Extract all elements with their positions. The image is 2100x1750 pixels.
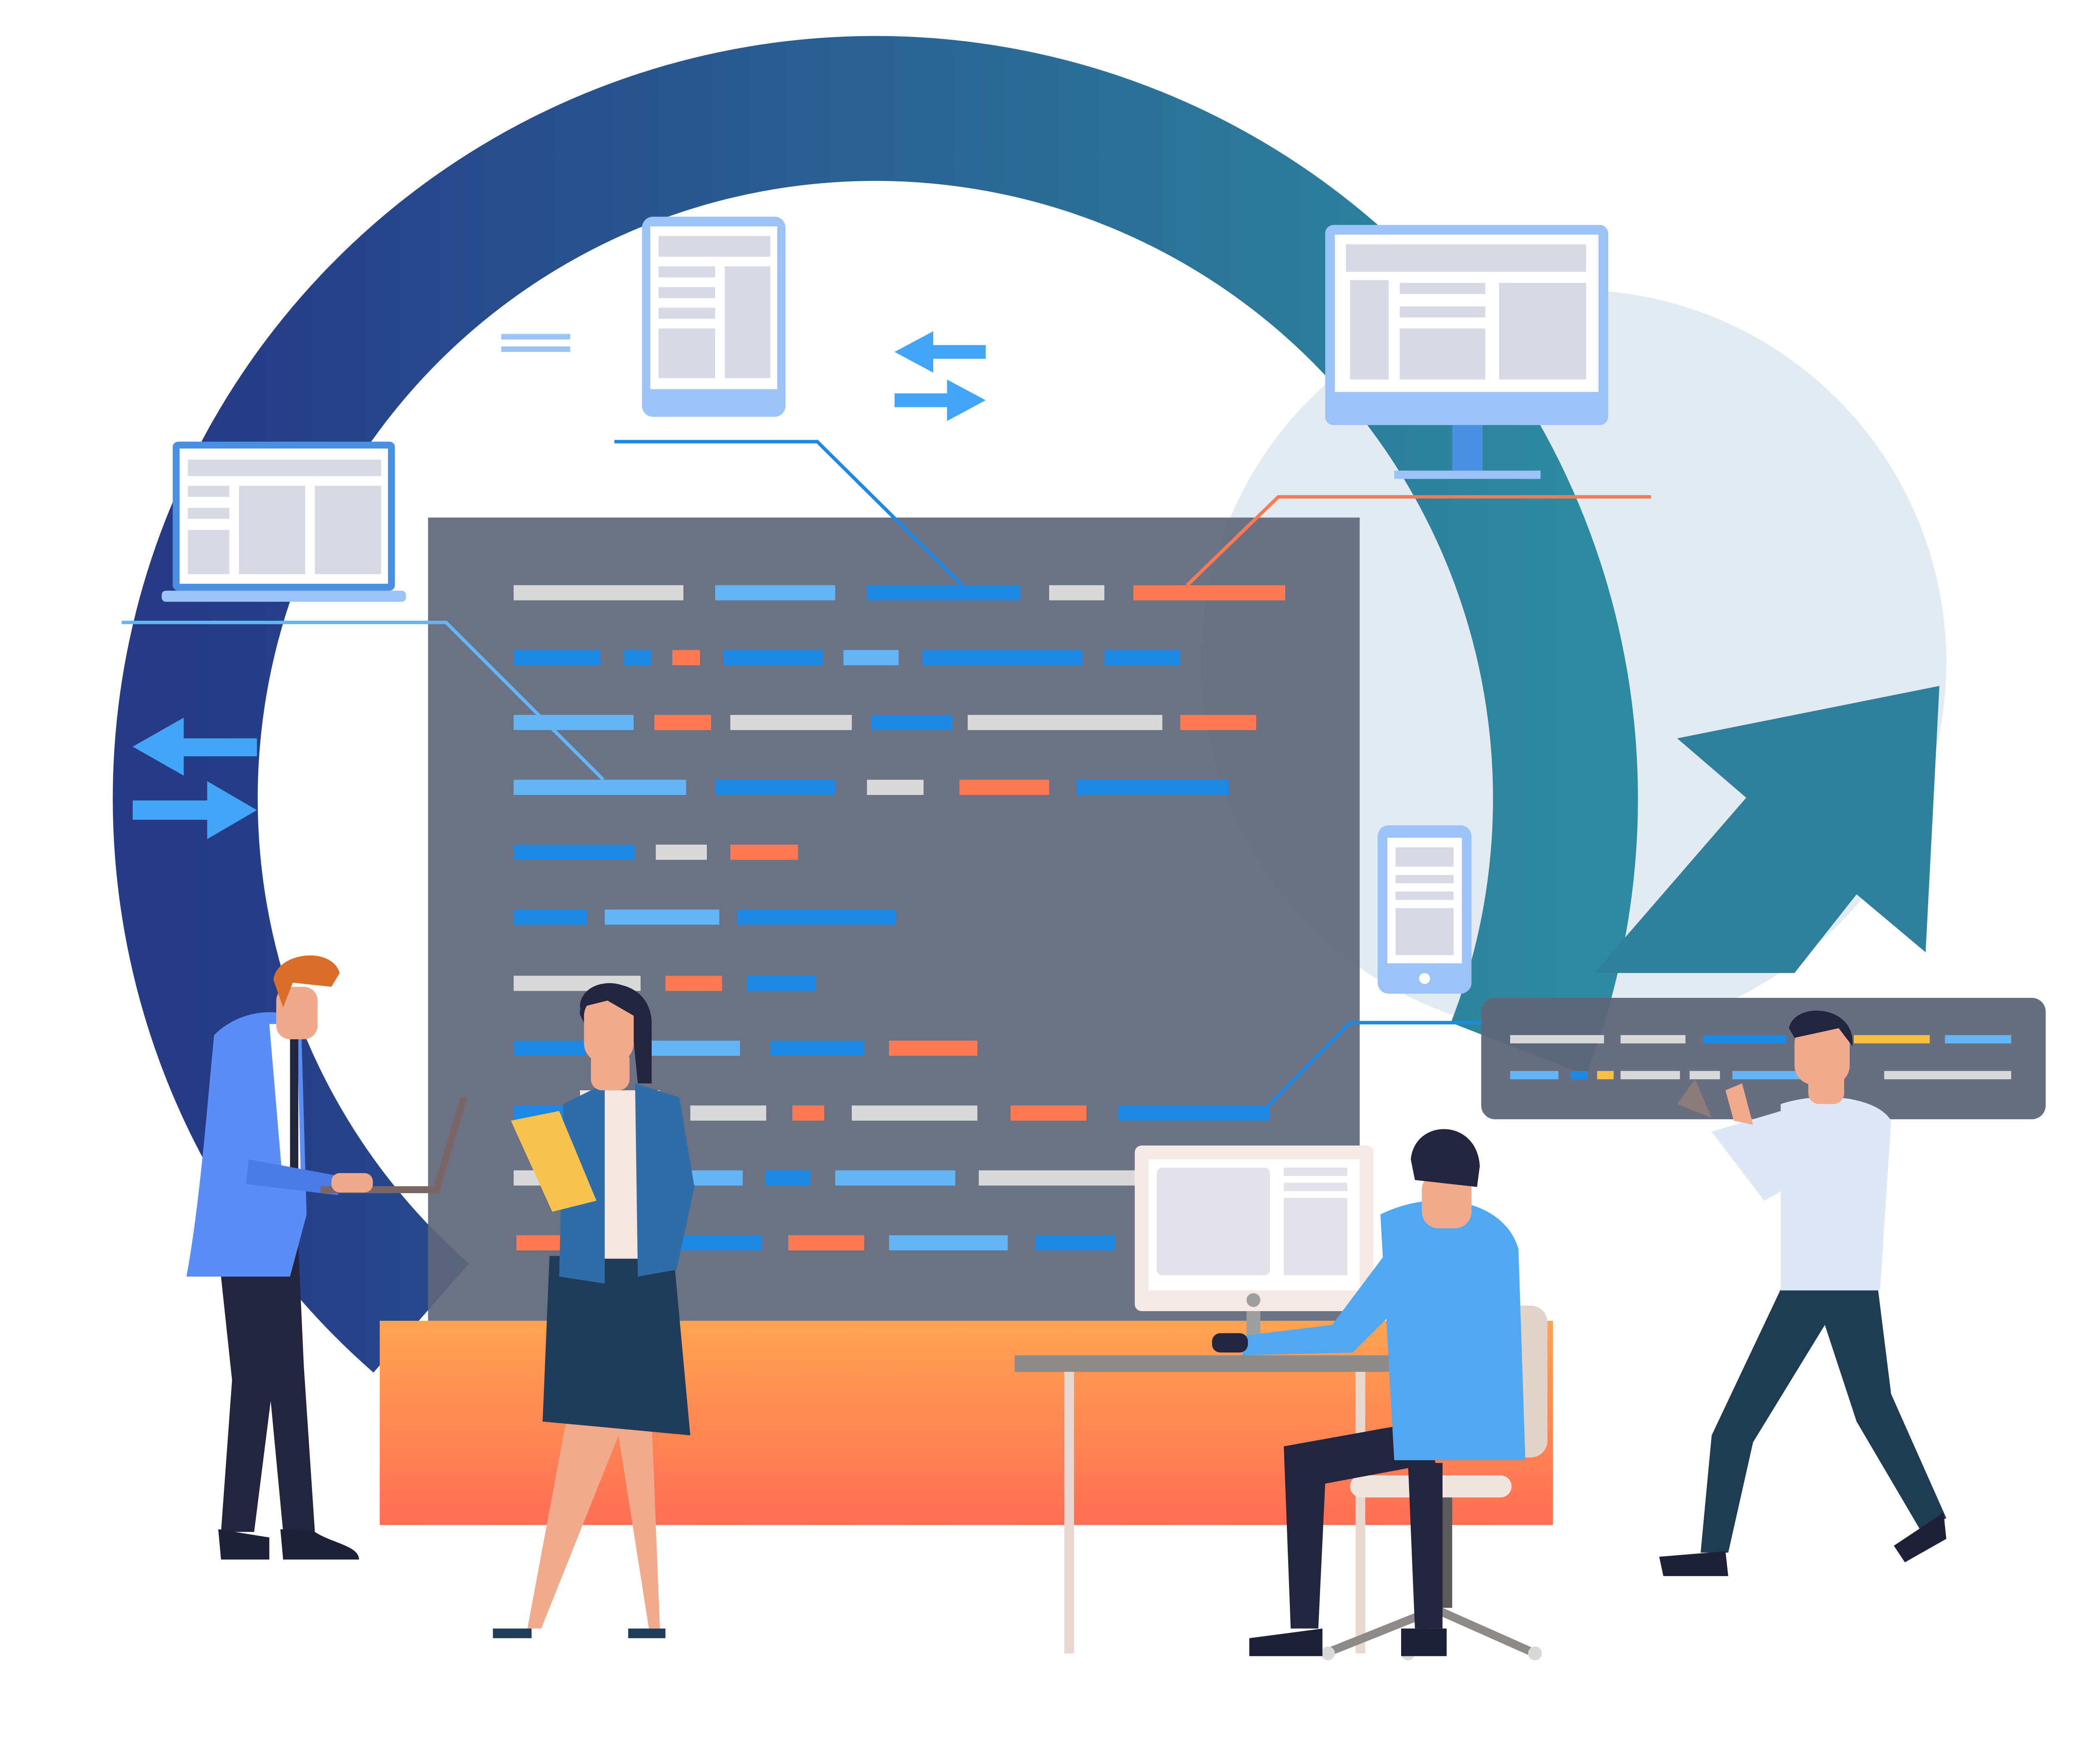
man-with-laptop <box>186 955 467 1560</box>
growth-arrow-icon <box>1594 686 1940 973</box>
laptop-icon <box>161 441 406 602</box>
man-at-desk <box>1212 1129 1525 1656</box>
code-panel <box>1481 997 2046 1120</box>
cycle-ring <box>113 36 1638 1373</box>
desktop-computer <box>1134 1145 1374 1344</box>
woman-with-folder <box>493 983 695 1638</box>
smartphone-icon <box>1378 825 1472 994</box>
desktop-monitor-icon <box>1325 225 1608 479</box>
decor-dash <box>501 334 570 340</box>
sync-arrows-icon <box>132 717 257 840</box>
decor-dash <box>501 346 570 352</box>
man-gesturing <box>1659 1010 1947 1576</box>
tablet-icon <box>642 216 786 417</box>
sync-arrows-icon <box>894 331 986 421</box>
connector-lines <box>121 440 1651 1112</box>
